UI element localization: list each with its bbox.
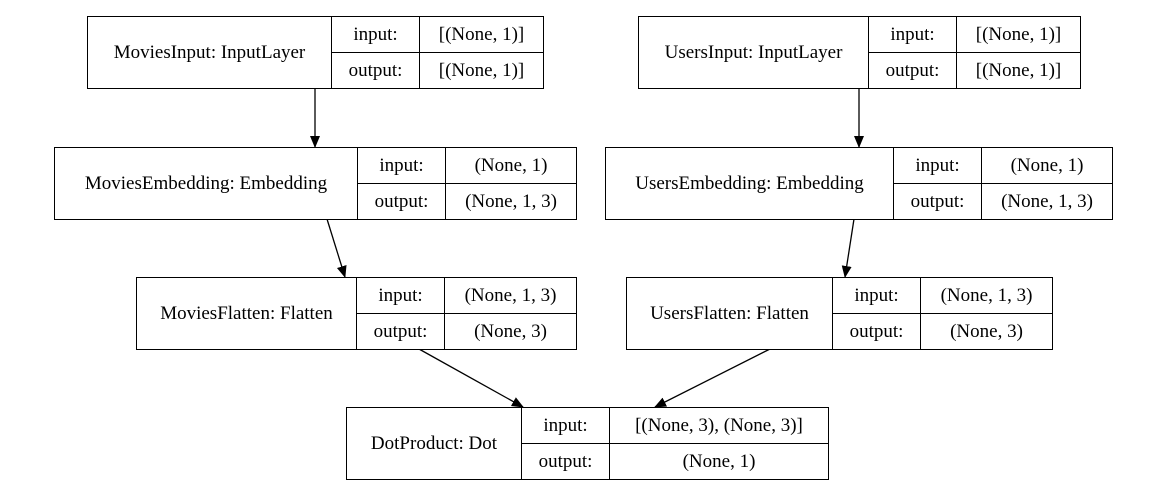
port-labels: input: output:: [358, 148, 446, 219]
output-label: output:: [374, 190, 429, 212]
input-shape: [(None, 1)]: [957, 17, 1080, 53]
node-title: MoviesInput: InputLayer: [88, 17, 332, 88]
port-shapes: (None, 1, 3) (None, 3): [921, 278, 1052, 349]
input-label: input:: [522, 408, 609, 444]
output-shape: (None, 3): [950, 320, 1023, 342]
node-title: UsersEmbedding: Embedding: [606, 148, 894, 219]
port-shapes: (None, 1) (None, 1, 3): [446, 148, 576, 219]
input-shape: (None, 1, 3): [445, 278, 576, 314]
output-label: output:: [885, 59, 940, 81]
edge-moviesembedding-to-moviesflatten: [326, 218, 347, 278]
input-shape: [(None, 3), (None, 3)]: [610, 408, 828, 444]
node-title: UsersInput: InputLayer: [639, 17, 869, 88]
port-shapes: [(None, 1)] [(None, 1)]: [420, 17, 543, 88]
port-shapes: [(None, 3), (None, 3)] (None, 1): [610, 408, 828, 479]
output-shape: (None, 1): [682, 450, 756, 472]
output-shape: (None, 1, 3): [1001, 190, 1093, 212]
node-title: MoviesEmbedding: Embedding: [55, 148, 358, 219]
node-users-input: UsersInput: InputLayer input: output: [(…: [638, 16, 1081, 89]
port-labels: input: output:: [894, 148, 982, 219]
input-label: input:: [332, 17, 419, 53]
node-movies-flatten: MoviesFlatten: Flatten input: output: (N…: [136, 277, 577, 350]
input-shape: (None, 1): [446, 148, 576, 184]
output-shape: [(None, 1)]: [975, 59, 1062, 81]
node-movies-input: MoviesInput: InputLayer input: output: […: [87, 16, 544, 89]
input-label: input:: [358, 148, 445, 184]
node-title: DotProduct: Dot: [347, 408, 522, 479]
port-labels: input: output:: [522, 408, 610, 479]
node-dot-product: DotProduct: Dot input: output: [(None, 3…: [346, 407, 829, 480]
port-labels: input: output:: [833, 278, 921, 349]
output-shape: (None, 1, 3): [465, 190, 557, 212]
output-label: output:: [348, 59, 403, 81]
input-shape: (None, 1, 3): [921, 278, 1052, 314]
node-movies-embedding: MoviesEmbedding: Embedding input: output…: [54, 147, 577, 220]
port-labels: input: output:: [332, 17, 420, 88]
input-label: input:: [894, 148, 981, 184]
output-shape: [(None, 1)]: [438, 59, 525, 81]
node-users-embedding: UsersEmbedding: Embedding input: output:…: [605, 147, 1113, 220]
port-shapes: (None, 1) (None, 1, 3): [982, 148, 1112, 219]
node-users-flatten: UsersFlatten: Flatten input: output: (No…: [626, 277, 1053, 350]
port-shapes: (None, 1, 3) (None, 3): [445, 278, 576, 349]
node-title: UsersFlatten: Flatten: [627, 278, 833, 349]
edge-usersembedding-to-usersflatten: [841, 218, 855, 278]
port-labels: input: output:: [357, 278, 445, 349]
edge-usersflatten-to-dotproduct: [654, 348, 771, 408]
output-label: output:: [538, 450, 593, 472]
input-shape: (None, 1): [982, 148, 1112, 184]
input-label: input:: [869, 17, 956, 53]
input-shape: [(None, 1)]: [420, 17, 543, 53]
node-title: MoviesFlatten: Flatten: [137, 278, 357, 349]
input-label: input:: [833, 278, 920, 314]
input-label: input:: [357, 278, 444, 314]
output-label: output:: [849, 320, 904, 342]
edge-moviesflatten-to-dotproduct: [418, 348, 524, 408]
port-shapes: [(None, 1)] [(None, 1)]: [957, 17, 1080, 88]
output-label: output:: [373, 320, 428, 342]
output-label: output:: [910, 190, 965, 212]
port-labels: input: output:: [869, 17, 957, 88]
output-shape: (None, 3): [474, 320, 547, 342]
